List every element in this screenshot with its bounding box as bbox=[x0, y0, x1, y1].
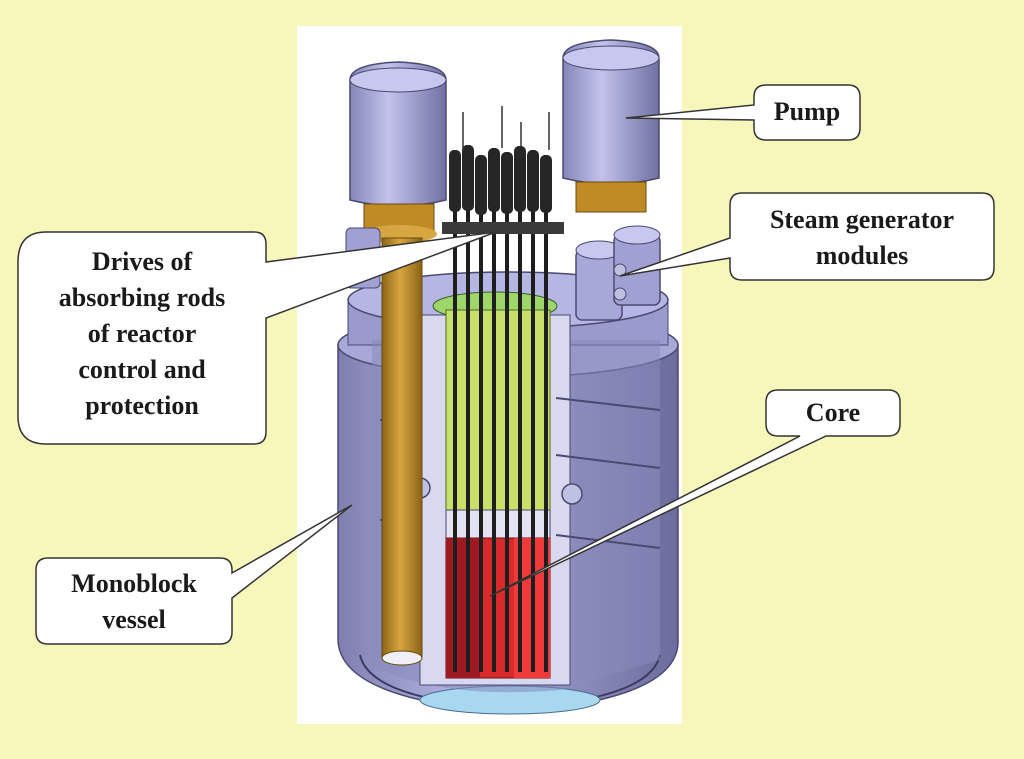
right-pump bbox=[562, 39, 660, 213]
drives-callout bbox=[17, 231, 497, 445]
vessel-label: Monoblock vessel bbox=[71, 569, 197, 634]
pump-shaft bbox=[381, 237, 423, 659]
pump-callout bbox=[625, 84, 861, 141]
rod-tips bbox=[462, 106, 550, 150]
core-callout bbox=[489, 389, 901, 597]
pump-label: Pump bbox=[773, 97, 841, 126]
steam-generator-label: Steam generator modules bbox=[769, 205, 955, 270]
vessel-callout bbox=[35, 504, 353, 645]
drives-label: Drives of absorbing rods of reactor cont… bbox=[58, 247, 226, 420]
core-label: Core bbox=[805, 398, 861, 427]
left-pump bbox=[349, 61, 447, 243]
steam-generator-callout bbox=[619, 192, 995, 281]
rod-drive-heads bbox=[442, 145, 564, 234]
